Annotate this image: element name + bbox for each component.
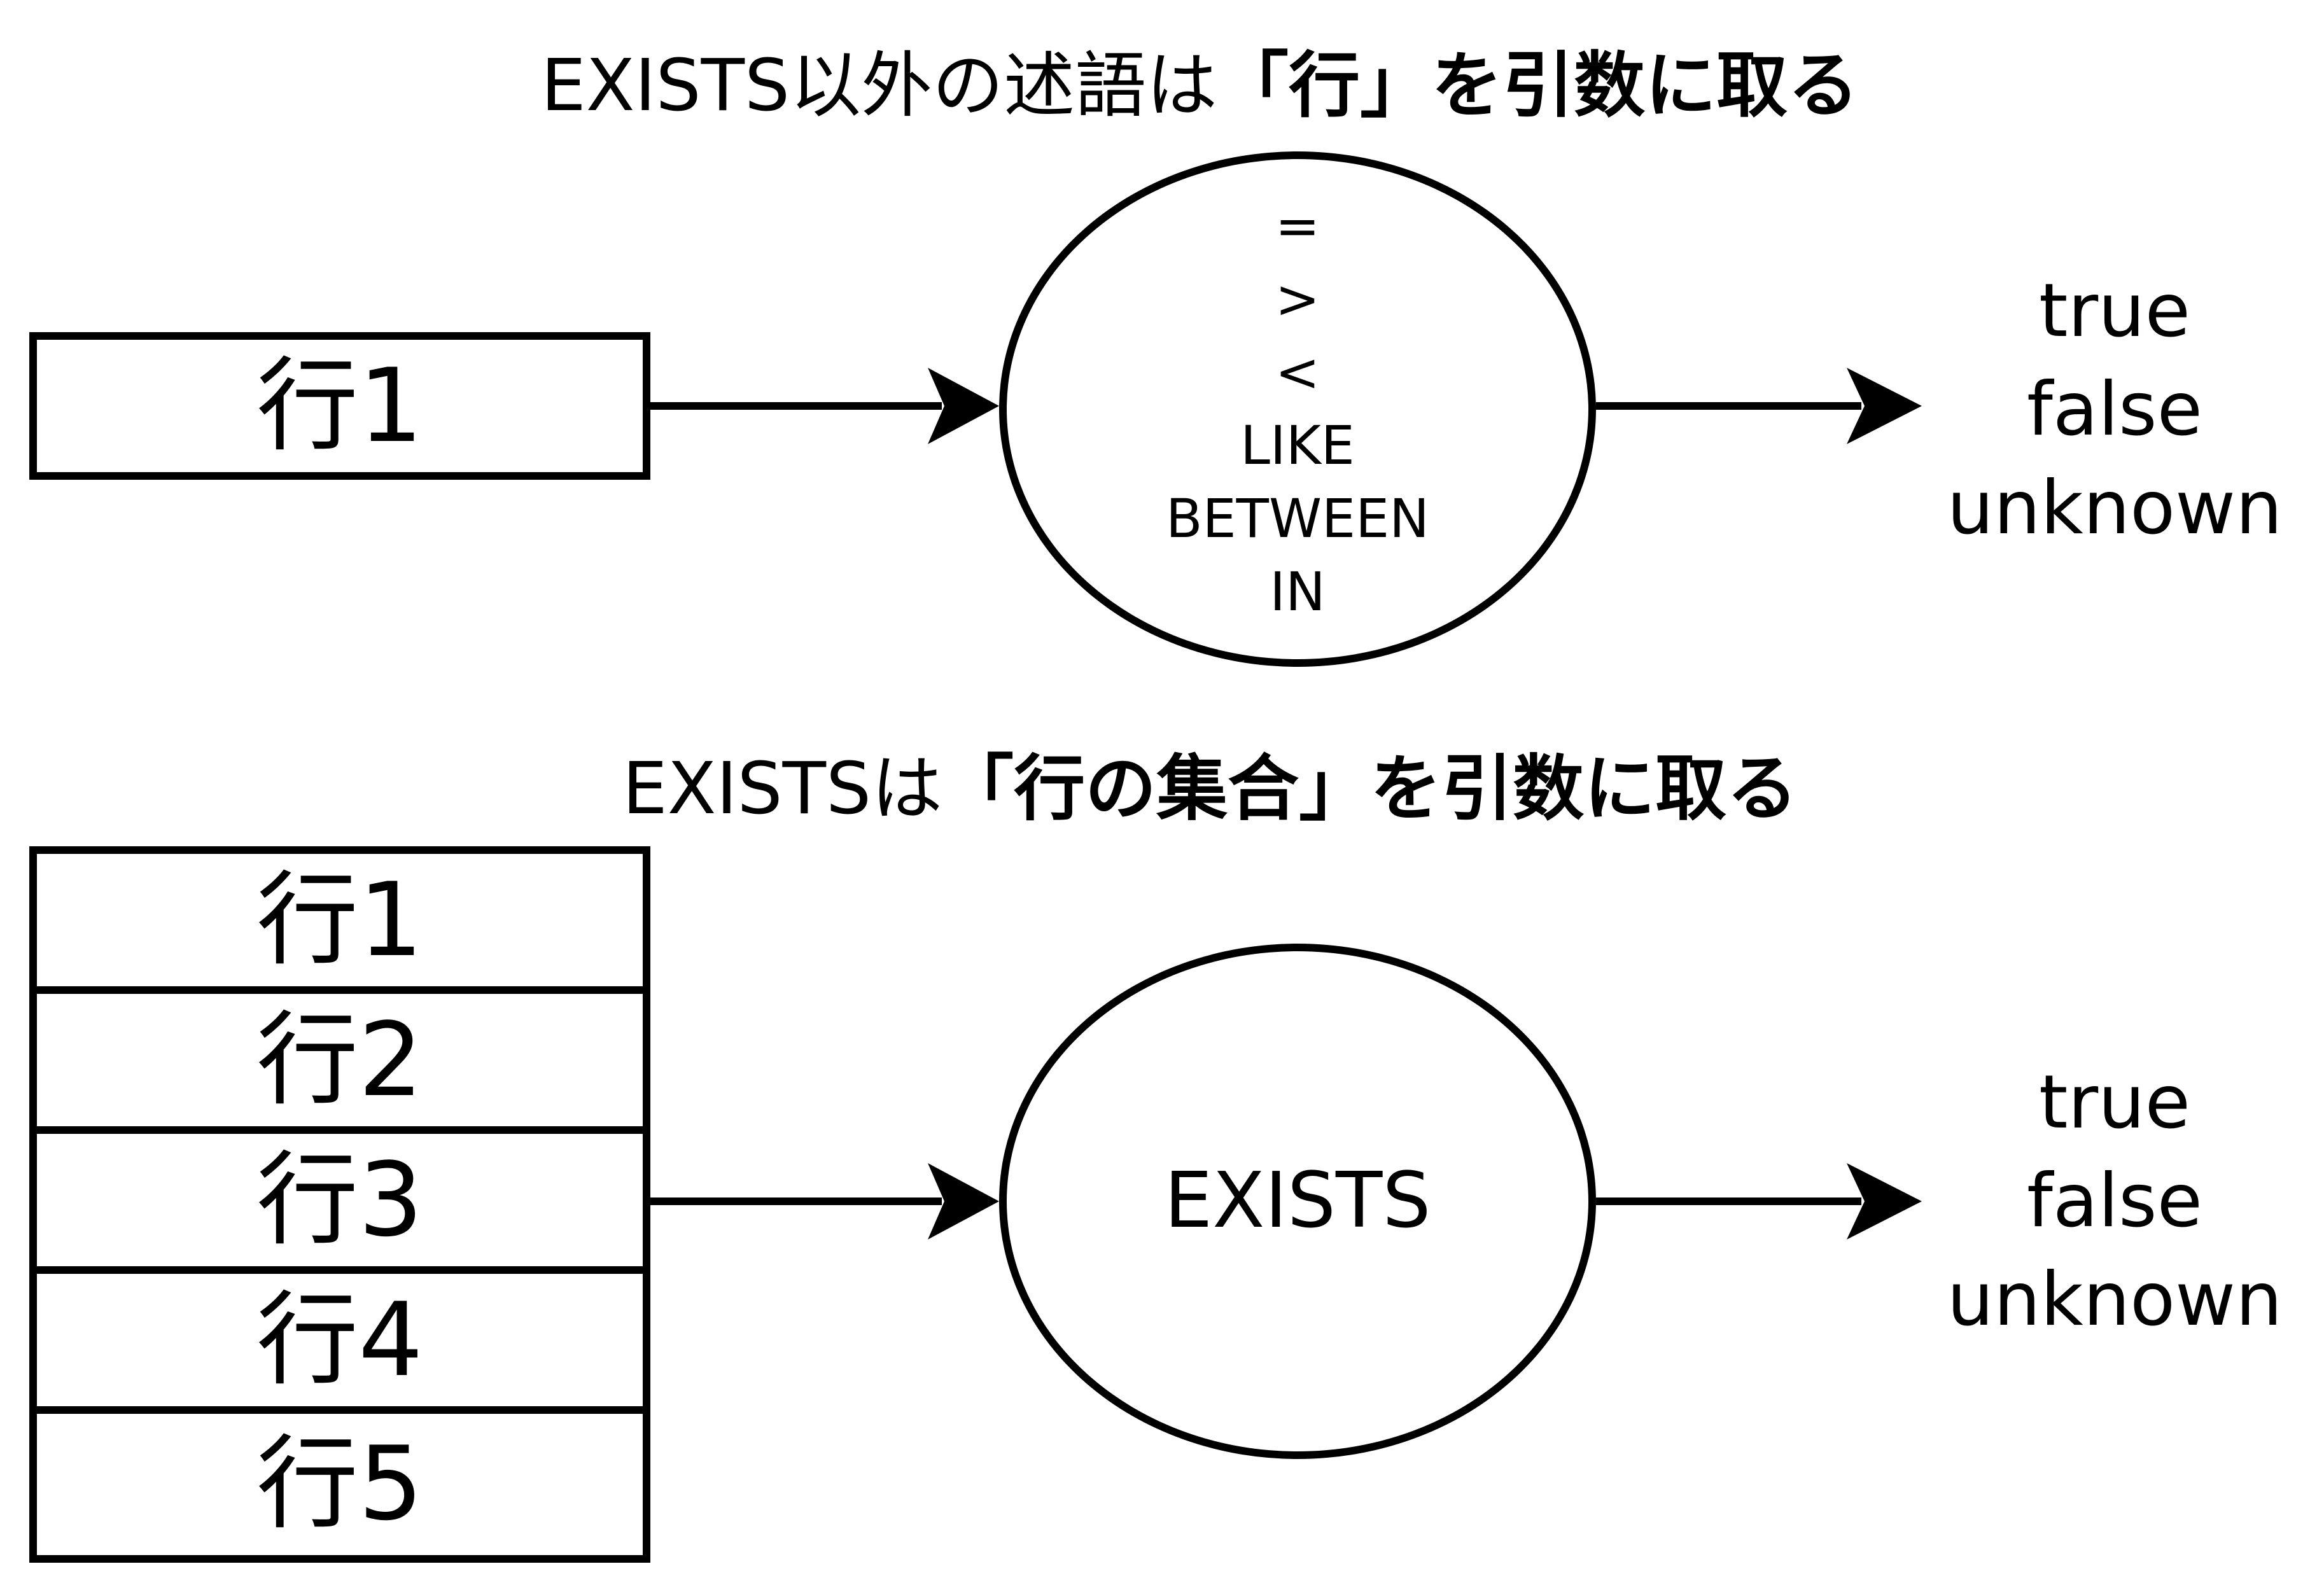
bottom-heading-plain: EXISTSは: [622, 748, 943, 830]
bottom-result-false: false: [2027, 1158, 2202, 1244]
row-set-item-2-label: 行2: [256, 1000, 423, 1119]
arrow-top-output: [1596, 368, 1922, 444]
operator-less-than: <: [1275, 341, 1320, 403]
bottom-results: true false unknown: [1924, 1053, 2306, 1349]
top-heading-bold: 「行」を引数に取る: [1217, 45, 1859, 127]
top-operator-list: = > < LIKE BETWEEN IN: [1107, 190, 1488, 629]
top-input-row-label: 行1: [256, 346, 423, 465]
row-set-item-1: 行1: [37, 854, 643, 994]
arrow-bottom-input: [650, 1163, 999, 1239]
top-heading-plain: EXISTS以外の述語は: [541, 45, 1218, 127]
top-input-row-box: 行1: [29, 332, 650, 480]
bottom-result-true: true: [2038, 1059, 2191, 1145]
row-set-item-5: 行5: [37, 1414, 643, 1554]
operator-like: LIKE: [1240, 414, 1355, 477]
arrow-bottom-output: [1596, 1163, 1922, 1239]
top-result-true: true: [2038, 268, 2191, 354]
bottom-exists-ellipse: [999, 944, 1596, 1459]
row-set-item-2: 行2: [37, 994, 643, 1134]
row-set-item-1-label: 行1: [256, 860, 423, 979]
top-result-unknown: unknown: [1947, 465, 2283, 551]
row-set-item-3: 行3: [37, 1134, 643, 1274]
row-set-item-4: 行4: [37, 1274, 643, 1414]
top-heading: EXISTS以外の述語は「行」を引数に取る: [541, 45, 1859, 127]
operator-greater-than: >: [1275, 268, 1320, 330]
bottom-result-unknown: unknown: [1947, 1257, 2283, 1343]
arrow-top-input: [650, 368, 999, 444]
row-set-item-4-label: 行4: [256, 1280, 423, 1399]
top-results: true false unknown: [1924, 262, 2306, 557]
bottom-heading-bold: 「行の集合」を引数に取る: [942, 748, 1798, 830]
operator-in: IN: [1270, 561, 1326, 623]
bottom-exists-label: EXISTS: [1164, 1157, 1431, 1245]
top-result-false: false: [2027, 367, 2202, 452]
bottom-row-set: 行1 行2 行3 行4 行5: [29, 846, 650, 1563]
operator-between: BETWEEN: [1165, 487, 1430, 550]
operator-equals: =: [1275, 195, 1320, 257]
row-set-item-3-label: 行3: [256, 1140, 423, 1259]
row-set-item-5-label: 行5: [256, 1424, 423, 1543]
bottom-heading: EXISTSは「行の集合」を引数に取る: [622, 748, 1798, 830]
